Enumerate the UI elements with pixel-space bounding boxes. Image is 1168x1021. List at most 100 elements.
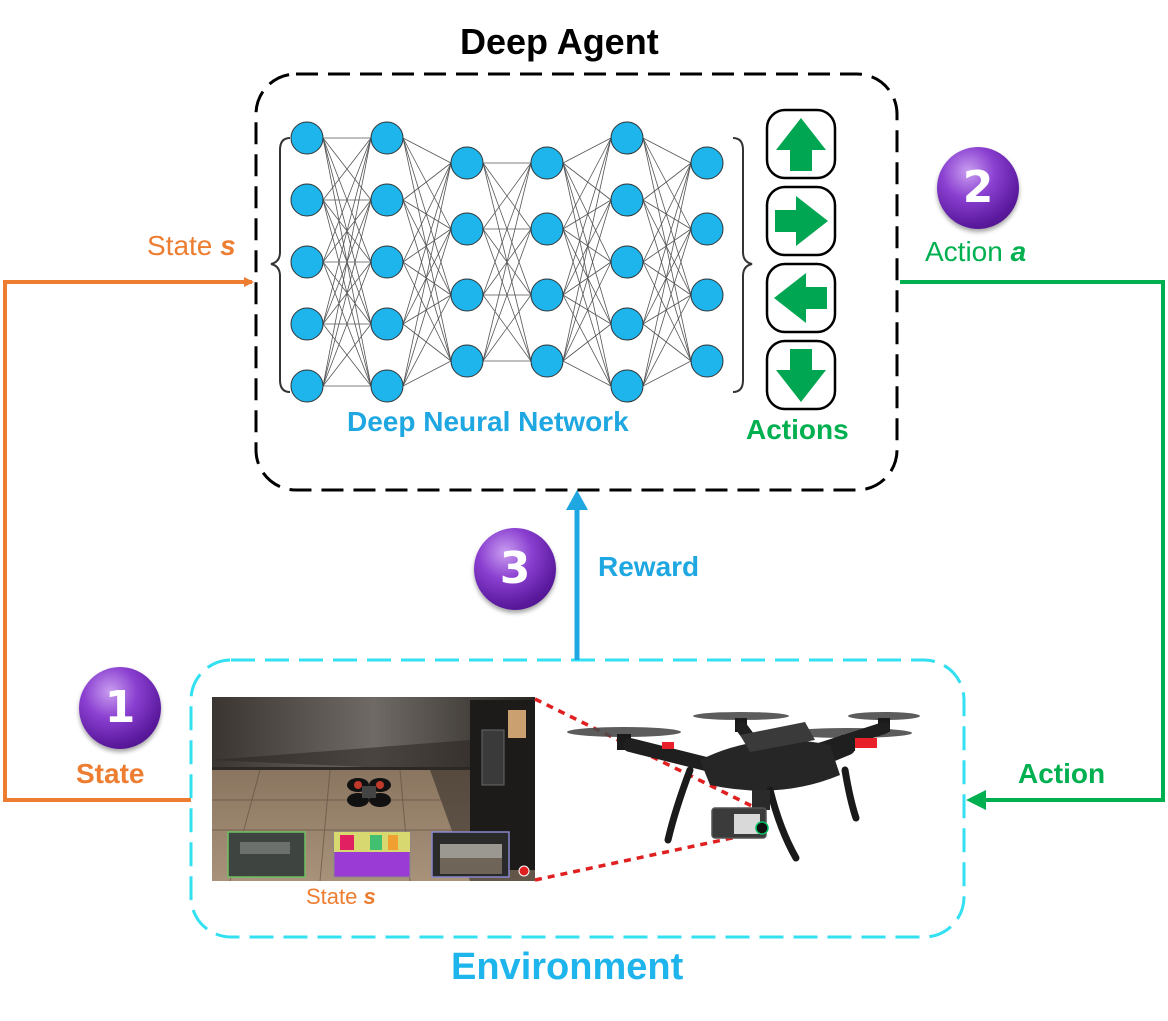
network-connection — [482, 228, 532, 362]
neuron — [290, 183, 324, 217]
network-connection — [402, 162, 452, 387]
neuron — [690, 212, 724, 246]
drone-illustration — [567, 712, 920, 862]
arrow-right-icon — [775, 196, 828, 246]
network-connection — [402, 162, 452, 325]
neuron — [530, 146, 564, 180]
neuron — [450, 212, 484, 246]
network-connection — [562, 199, 612, 362]
network-connection — [402, 228, 452, 263]
step-1-badge: 1 — [79, 667, 161, 749]
neuron — [690, 278, 724, 312]
network-connection — [562, 137, 612, 362]
network-connection — [562, 162, 612, 325]
network-connection — [402, 294, 452, 387]
neuron — [690, 344, 724, 378]
neuron — [610, 121, 644, 155]
screenshot-caption: State s — [306, 886, 376, 908]
deep-neural-network — [290, 121, 724, 403]
network-connection — [402, 360, 452, 387]
arrow-down-icon — [776, 349, 826, 402]
network-connection — [562, 162, 612, 387]
neuron — [370, 369, 404, 403]
network-connection — [402, 228, 452, 325]
state-top-label: State s — [147, 232, 236, 260]
neuron — [290, 121, 324, 155]
step-3-badge: 3 — [474, 528, 556, 610]
network-connection — [322, 137, 372, 201]
action-top-text: Action — [925, 236, 1011, 267]
action-buttons — [765, 108, 837, 411]
neuron — [610, 307, 644, 341]
network-connection — [642, 228, 692, 263]
network-connection — [402, 199, 452, 230]
network-connection — [322, 323, 372, 387]
left-brace — [270, 137, 291, 393]
network-connection — [562, 137, 612, 296]
network-connection — [402, 162, 452, 263]
neuron — [450, 278, 484, 312]
network-connection — [642, 294, 692, 387]
neuron — [690, 146, 724, 180]
network-connection — [642, 199, 692, 362]
network-connection — [322, 261, 372, 387]
network-connection — [322, 137, 372, 325]
network-connection — [642, 162, 692, 387]
network-connection — [402, 137, 452, 230]
right-brace — [732, 137, 753, 393]
network-connection — [562, 360, 612, 387]
network-connection — [642, 228, 692, 387]
neuron — [370, 183, 404, 217]
network-connection — [642, 261, 692, 296]
action-bottom-label: Action — [1018, 758, 1106, 789]
network-connection — [482, 162, 532, 230]
network-connection — [642, 228, 692, 325]
neuron — [290, 307, 324, 341]
arrow-left-icon — [774, 273, 827, 323]
neuron — [530, 278, 564, 312]
network-connection — [402, 162, 452, 201]
state-top-text: State — [147, 230, 221, 261]
network-connection — [562, 294, 612, 387]
depth-thumbnail — [227, 831, 306, 878]
reward-arrowhead — [566, 490, 588, 510]
network-connection — [402, 294, 452, 325]
arrow-up-icon — [776, 118, 826, 171]
neuron — [290, 245, 324, 279]
quadcopter-icon — [347, 778, 391, 807]
network-connection — [562, 261, 612, 296]
neuron — [370, 121, 404, 155]
network-connection — [402, 261, 452, 296]
actions-label: Actions — [746, 414, 849, 445]
network-connection — [402, 199, 452, 296]
neuron — [610, 245, 644, 279]
screenshot-caption-text: State — [306, 884, 364, 909]
network-connection — [322, 137, 372, 263]
action-arrowhead — [966, 790, 986, 810]
neuron — [610, 369, 644, 403]
record-icon — [518, 865, 530, 877]
network-connection — [642, 294, 692, 325]
zoom-line-bottom — [534, 830, 761, 882]
neuron — [530, 212, 564, 246]
environment-label: Environment — [451, 946, 684, 988]
state-arrow — [3, 277, 254, 802]
network-connection — [642, 261, 692, 362]
network-connection — [642, 199, 692, 296]
network-connection — [322, 199, 372, 387]
network-connection — [642, 360, 692, 387]
network-connection — [402, 137, 452, 362]
network-connection — [642, 137, 692, 362]
network-connection — [402, 228, 452, 387]
network-connection — [562, 199, 612, 296]
network-connection — [562, 323, 612, 362]
neuron — [290, 369, 324, 403]
reward-label: Reward — [598, 551, 700, 582]
neuron — [450, 344, 484, 378]
network-connection — [322, 137, 372, 387]
state-top-var: s — [220, 230, 236, 261]
screenshot-caption-var: s — [363, 884, 376, 909]
network-connection — [562, 137, 612, 164]
network-connection — [642, 137, 692, 164]
